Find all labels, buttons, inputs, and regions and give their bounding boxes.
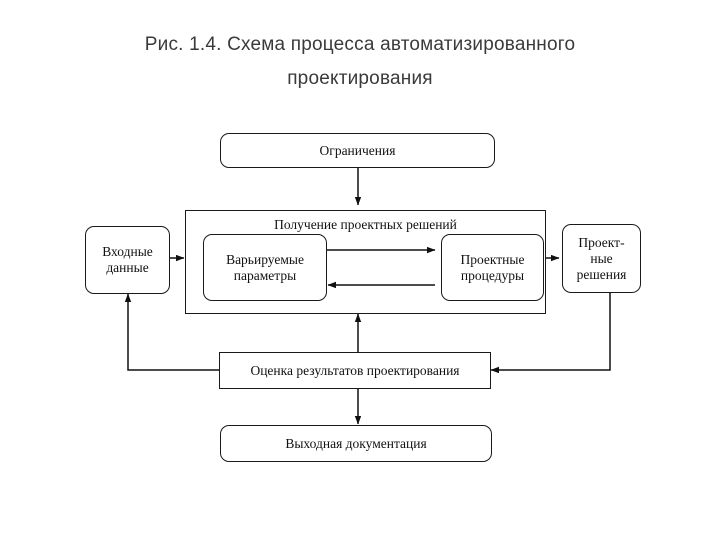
- edge-solutions-to-evaluation: [490, 293, 611, 374]
- figure-caption: Рис. 1.4. Схема процесса автоматизирован…: [0, 28, 720, 96]
- node-varied-parameters-label: Варьируемые параметры: [226, 251, 304, 283]
- node-input-data-label: Входные данные: [102, 244, 153, 275]
- node-constraints[interactable]: Ограничения: [220, 133, 495, 168]
- node-design-solutions-label: Проект- ные решения: [576, 234, 627, 282]
- node-constraints-label: Ограничения: [319, 142, 396, 158]
- node-obtaining-solutions[interactable]: Получение проектных решений: [185, 210, 546, 314]
- figure-caption-line-2: проектирования: [287, 68, 433, 89]
- node-input-data[interactable]: Входные данные: [85, 226, 170, 294]
- node-obtaining-solutions-label: Получение проектных решений: [274, 217, 457, 232]
- edge-evaluation-to-input: [124, 293, 219, 371]
- node-evaluation-label: Оценка результатов проектирования: [250, 362, 460, 378]
- node-design-procedures[interactable]: Проектные процедуры: [441, 234, 544, 301]
- node-output-documentation-label: Выходная документация: [285, 435, 427, 451]
- node-varied-parameters[interactable]: Варьируемые параметры: [203, 234, 327, 301]
- figure-caption-line-1: Рис. 1.4. Схема процесса автоматизирован…: [144, 34, 576, 55]
- node-evaluation[interactable]: Оценка результатов проектирования: [219, 352, 491, 389]
- node-design-procedures-label: Проектные процедуры: [460, 251, 525, 283]
- node-design-solutions[interactable]: Проект- ные решения: [562, 224, 641, 293]
- node-output-documentation[interactable]: Выходная документация: [220, 425, 492, 462]
